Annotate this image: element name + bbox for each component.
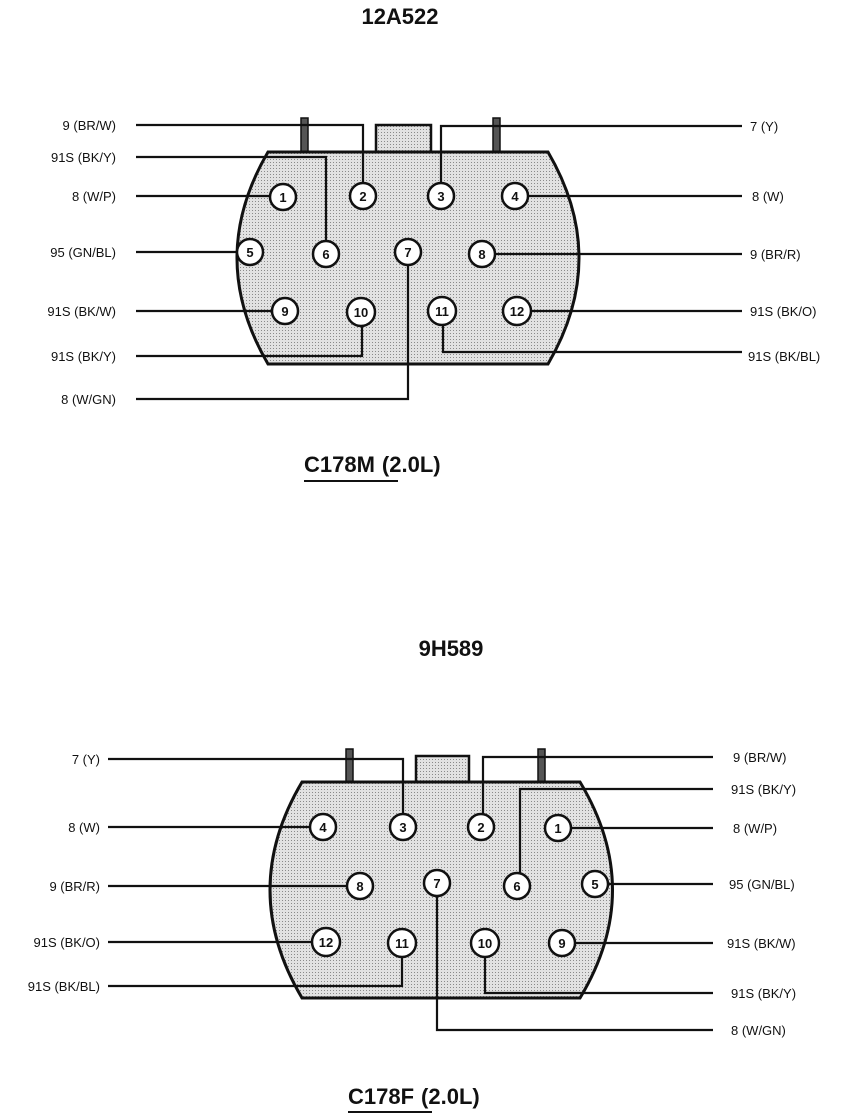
- wire-label-91s-bk-y: 91S (BK/Y): [731, 782, 796, 797]
- wire-label-91s-bk-y: 91S (BK/Y): [51, 349, 116, 364]
- engine-size: (2.0L): [382, 452, 441, 477]
- wires: [136, 123, 742, 401]
- wire-label-8-w: 8 (W): [68, 820, 100, 835]
- wire-label-7-y: 7 (Y): [750, 119, 778, 134]
- connector-c178m: 12A522 1 2 3 4 5 6 7 8 9: [47, 4, 820, 482]
- wire-label-8-w-p: 8 (W/P): [72, 189, 116, 204]
- wire-label-9-br-r: 9 (BR/R): [750, 247, 801, 262]
- locator-post: [492, 117, 501, 155]
- svg-text:9: 9: [558, 936, 565, 951]
- svg-text:8: 8: [356, 879, 363, 894]
- svg-text:4: 4: [511, 189, 519, 204]
- pin-4: 4: [308, 812, 338, 842]
- pin-1: 1: [268, 182, 298, 212]
- connector-key: [374, 123, 433, 154]
- locator-post: [345, 748, 354, 784]
- connector-key: [414, 754, 471, 785]
- pin-3: 3: [388, 812, 418, 842]
- connector-c178f: 9H589 1 2 3 4 5 6 7 8 9: [28, 636, 796, 1113]
- svg-text:3: 3: [399, 820, 406, 835]
- locator-post: [537, 748, 546, 784]
- svg-text:11: 11: [395, 936, 409, 951]
- svg-text:6: 6: [513, 879, 520, 894]
- pin-8: 8: [467, 239, 497, 269]
- pin-9: 9: [547, 928, 577, 958]
- pin-6: 6: [502, 871, 532, 901]
- wire-label-91s-bk-y: 91S (BK/Y): [51, 150, 116, 165]
- svg-text:3: 3: [437, 189, 444, 204]
- wire-label-95-gn-bl: 95 (GN/BL): [729, 877, 795, 892]
- pin-4: 4: [500, 181, 530, 211]
- svg-text:6: 6: [322, 247, 329, 262]
- wire-label-8-w-gn: 8 (W/GN): [731, 1023, 786, 1038]
- svg-text:12: 12: [319, 935, 333, 950]
- pin-12: 12: [310, 926, 342, 958]
- pin-6: 6: [311, 239, 341, 269]
- wire-label-91s-bk-o: 91S (BK/O): [750, 304, 816, 319]
- connector-id: C178F: [348, 1084, 414, 1109]
- svg-text:5: 5: [591, 877, 598, 892]
- wire-label-8-w-p: 8 (W/P): [733, 821, 777, 836]
- svg-text:9: 9: [281, 304, 288, 319]
- pin-2: 2: [348, 181, 378, 211]
- wire-label-91s-bk-o: 91S (BK/O): [34, 935, 100, 950]
- engine-size: (2.0L): [421, 1084, 480, 1109]
- svg-text:10: 10: [478, 936, 492, 951]
- svg-text:7: 7: [404, 245, 411, 260]
- connector-id: C178M: [304, 452, 375, 477]
- wire-label-9-br-r: 9 (BR/R): [49, 879, 100, 894]
- svg-text:4: 4: [319, 820, 327, 835]
- svg-text:7: 7: [433, 876, 440, 891]
- svg-text:1: 1: [554, 821, 561, 836]
- svg-text:8: 8: [478, 247, 485, 262]
- wire-label-95-gn-bl: 95 (GN/BL): [50, 245, 116, 260]
- pin-5: 5: [580, 869, 610, 899]
- connector-caption: C178M (2.0L): [304, 452, 441, 477]
- locator-post: [300, 117, 309, 155]
- wire-label-7-y: 7 (Y): [72, 752, 100, 767]
- wire-label-91s-bk-bl: 91S (BK/BL): [28, 979, 100, 994]
- wire-label-9-br-w: 9 (BR/W): [733, 750, 786, 765]
- pin-5: 5: [235, 237, 265, 267]
- pin-8: 8: [345, 871, 375, 901]
- connector-caption: C178F (2.0L): [348, 1084, 480, 1109]
- svg-text:1: 1: [279, 190, 286, 205]
- wires: [108, 755, 713, 1032]
- svg-text:5: 5: [246, 245, 253, 260]
- pin-7: 7: [422, 868, 452, 898]
- svg-text:2: 2: [477, 820, 484, 835]
- wire-label-9-br-w: 9 (BR/W): [63, 118, 116, 133]
- pin-7: 7: [393, 237, 423, 267]
- pin-11: 11: [426, 295, 458, 327]
- wire-label-91s-bk-w: 91S (BK/W): [47, 304, 116, 319]
- wire-label-91s-bk-bl: 91S (BK/BL): [748, 349, 820, 364]
- wire-label-91s-bk-y: 91S (BK/Y): [731, 986, 796, 1001]
- svg-text:12: 12: [510, 304, 524, 319]
- svg-text:10: 10: [354, 305, 368, 320]
- svg-text:11: 11: [435, 304, 449, 319]
- pin-11: 11: [386, 927, 418, 959]
- part-number-12a522: 12A522: [361, 4, 438, 29]
- pin-1: 1: [543, 813, 573, 843]
- wire-label-91s-bk-w: 91S (BK/W): [727, 936, 796, 951]
- wire-label-8-w: 8 (W): [752, 189, 784, 204]
- pin-10: 10: [345, 296, 377, 328]
- svg-text:2: 2: [359, 189, 366, 204]
- pin-2: 2: [466, 812, 496, 842]
- pin-9: 9: [270, 296, 300, 326]
- pin-10: 10: [469, 927, 501, 959]
- pin-3: 3: [426, 181, 456, 211]
- part-number-9h589: 9H589: [419, 636, 484, 661]
- wire-label-8-w-gn: 8 (W/GN): [61, 392, 116, 407]
- pin-12: 12: [501, 295, 533, 327]
